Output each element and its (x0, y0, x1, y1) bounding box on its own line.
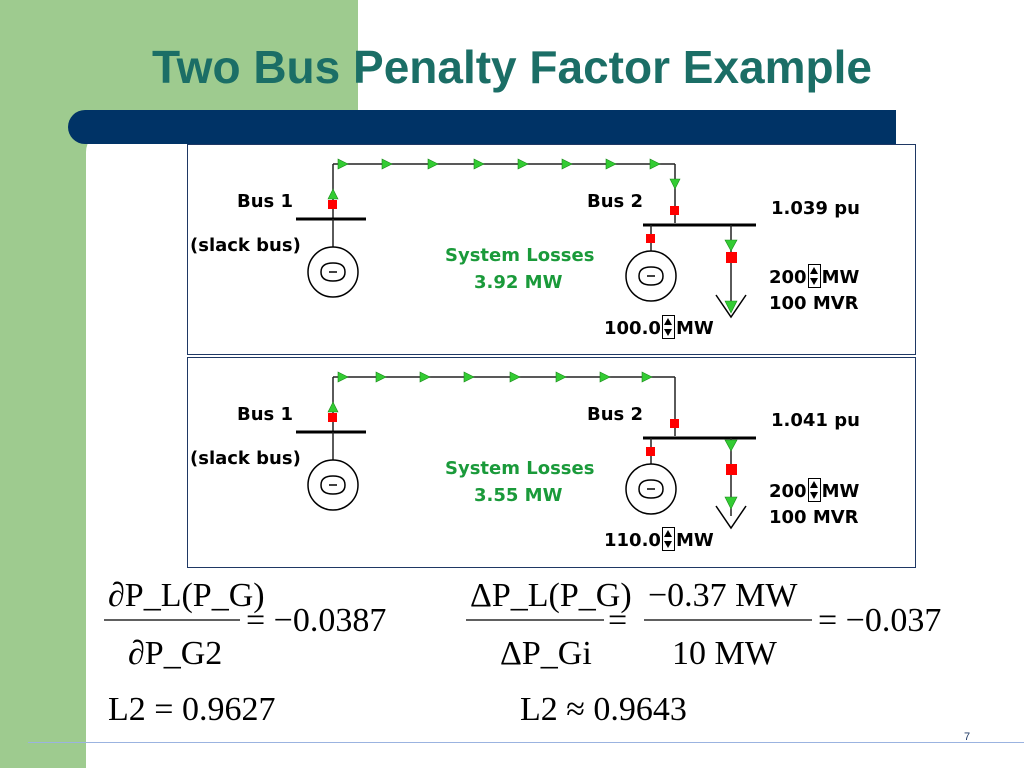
eq2-numerator: ΔP_L(P_G) (470, 577, 632, 614)
load-mw-value: 200 (769, 481, 807, 502)
load-mw-unit: MW (821, 481, 860, 502)
system-losses-label: System Losses (445, 458, 595, 479)
load-mvr-readout: 100 MVR (769, 293, 859, 314)
system-losses-value: 3.55 MW (474, 485, 563, 506)
eq2-middle-numerator: −0.37 MW (648, 577, 798, 614)
breaker-icon (328, 413, 737, 475)
eq2-equals: = (608, 602, 627, 639)
system-losses-label: System Losses (445, 245, 595, 266)
eq2-result: = −0.037 (818, 602, 941, 639)
bus2-label: Bus 2 (587, 404, 644, 425)
gen-mw-value: 100.0 (604, 318, 661, 339)
bus2-voltage: 1.039 pu (771, 198, 860, 219)
oneline-diagram-2: Bus 1 (slack bus) Bus 2 1.041 pu System … (187, 357, 916, 568)
load-arrow-icon (724, 239, 738, 314)
load-symbol (715, 505, 747, 530)
generator-icon (625, 250, 677, 302)
bus1-label: Bus 1 (237, 191, 294, 212)
load-mw-readout: 200 MW (769, 264, 859, 288)
gen-mw-unit: MW (675, 318, 714, 339)
load-mw-unit: MW (821, 267, 860, 288)
bus2-voltage: 1.041 pu (771, 410, 860, 431)
load-mvr-readout: 100 MVR (769, 507, 859, 528)
bus1-label: Bus 1 (237, 404, 294, 425)
slide-title: Two Bus Penalty Factor Example (151, 41, 872, 93)
eq1-result: = −0.0387 (246, 602, 386, 639)
eq1-denominator: ∂P_G2 (128, 635, 222, 672)
gen-mw-unit: MW (675, 530, 714, 551)
generator-icon (307, 459, 359, 511)
gen-mw-readout: 110.0 MW (604, 527, 714, 551)
bus2-label: Bus 2 (587, 191, 644, 212)
load-mw-value: 200 (769, 267, 807, 288)
spinner-icon[interactable] (661, 527, 675, 551)
spinner-icon[interactable] (661, 315, 675, 339)
l2-approx: L2 ≈ 0.9643 (520, 691, 687, 728)
load-arrow-icon (724, 439, 738, 510)
spinner-icon[interactable] (807, 478, 821, 502)
breaker-icon (328, 200, 737, 263)
spinner-icon[interactable] (807, 264, 821, 288)
title-underline-bar (68, 110, 896, 144)
generator-icon (307, 246, 359, 298)
oneline-diagram-1: Bus 1 (slack bus) Bus 2 1.039 pu System … (187, 144, 916, 355)
eq2-denominator: ΔP_Gi (500, 635, 592, 672)
load-mw-readout: 200 MW (769, 478, 859, 502)
page-number: 7 (964, 731, 971, 743)
oneline-drawing-1 (296, 158, 756, 319)
penalty-factor-equations: ∂P_L(P_G) ∂P_G2 = −0.0387 ΔP_L(P_G) ΔP_G… (104, 577, 941, 728)
footer-line (28, 742, 1024, 743)
gen-mw-readout: 100.0 MW (604, 315, 714, 339)
slack-bus-label: (slack bus) (190, 448, 301, 469)
gen-mw-value: 110.0 (604, 530, 661, 551)
system-losses-value: 3.92 MW (474, 272, 563, 293)
flow-arrow-icon (327, 371, 653, 413)
eq2-middle-denominator: 10 MW (672, 635, 778, 672)
generator-icon (625, 463, 677, 515)
eq1-numerator: ∂P_L(P_G) (108, 577, 265, 614)
oneline-drawing-2 (296, 371, 756, 530)
load-symbol (715, 294, 747, 319)
flow-arrow-icon (327, 158, 681, 200)
l2-exact: L2 = 0.9627 (108, 691, 275, 728)
slack-bus-label: (slack bus) (190, 235, 301, 256)
